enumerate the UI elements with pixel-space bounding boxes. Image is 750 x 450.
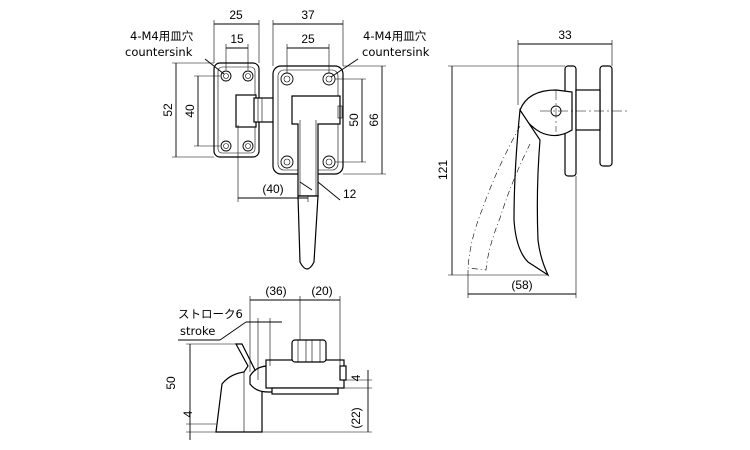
dim-label-52: 52 (161, 103, 175, 117)
dim-label-36: (36) (265, 284, 286, 298)
bottom-pin (339, 365, 347, 381)
dim-label-4-right: 4 (349, 374, 363, 381)
dim-label-50-bottom: 50 (164, 376, 178, 390)
right-hole-sub: countersink (362, 45, 430, 59)
side-lever-phantom (467, 125, 531, 271)
dim-right-inner: 50 (335, 78, 366, 163)
left-hole-sub: countersink (125, 45, 193, 59)
side-lever (513, 108, 550, 277)
dim-bottom-offset: (40) (237, 125, 309, 202)
stroke-label-en: stroke (180, 324, 215, 338)
bottom-handle-top (291, 339, 327, 363)
dim-bottom-span-36: (36) (249, 284, 301, 372)
dim-left-outer: 52 (161, 62, 214, 158)
dim-top-right-outer: 37 (272, 8, 344, 66)
latch-hook (235, 94, 257, 128)
dim-label-12: 12 (343, 187, 357, 201)
dim-bottom-height-22: (22) (262, 398, 372, 433)
left-countersink-note: 4-M4用皿穴 countersink (125, 29, 225, 75)
dim-label-66: 66 (367, 113, 381, 127)
front-view: 25 15 37 25 52 (125, 8, 430, 270)
dim-stroke: ストローク6 stroke (178, 307, 282, 380)
bottom-base (271, 387, 339, 395)
dim-label-33: 33 (558, 28, 572, 42)
left-hole-spec: 4-M4用皿穴 (130, 29, 194, 43)
dim-left-inner: 40 (183, 75, 220, 147)
dim-label-50: 50 (347, 113, 361, 127)
dim-label-15: 15 (230, 32, 244, 46)
dim-bottom-span-20: (20) (300, 284, 341, 366)
dim-side-height: 121 (436, 65, 565, 276)
right-hole-spec: 4-M4用皿穴 (363, 29, 427, 43)
side-view: 33 121 (58) (436, 28, 628, 298)
dim-label-22: (22) (349, 407, 363, 428)
handle-pin (337, 105, 343, 119)
side-flange-right (599, 65, 613, 167)
side-body (575, 89, 601, 131)
dim-side-width: 33 (517, 28, 613, 105)
dim-label-4-left: 4 (181, 410, 195, 417)
left-plate-holes (220, 70, 254, 152)
dim-label-25-left: 25 (229, 8, 243, 22)
latch-bolt (253, 97, 275, 123)
dim-label-20: (20) (311, 284, 332, 298)
dim-bottom-offset-4-right: 4 (338, 370, 372, 398)
dim-label-37: 37 (301, 8, 315, 22)
dim-label-40-left: 40 (183, 104, 197, 118)
dim-label-25-right: 25 (301, 32, 315, 46)
handle-lever (297, 195, 319, 270)
dim-label-40-bottom: (40) (262, 182, 283, 196)
dim-label-58: (58) (511, 278, 532, 292)
dim-top-left-inner: 15 (225, 32, 249, 70)
dim-label-121: 121 (436, 160, 450, 180)
bottom-view: (36) (20) ストローク6 stroke 50 4 (164, 284, 372, 440)
stroke-label-jp: ストローク6 (178, 307, 243, 321)
dim-bottom-offset-4-left: 4 (181, 410, 216, 425)
dim-top-right-inner: 25 (286, 32, 330, 73)
dim-handle-width: 12 (299, 181, 357, 201)
dim-side-sweep: (58) (467, 176, 577, 298)
bottom-latch-body (265, 359, 345, 389)
right-countersink-note: 4-M4用皿穴 countersink (330, 29, 430, 78)
dim-top-left-outer: 25 (213, 8, 260, 63)
dim-right-outer: 66 (343, 65, 386, 175)
